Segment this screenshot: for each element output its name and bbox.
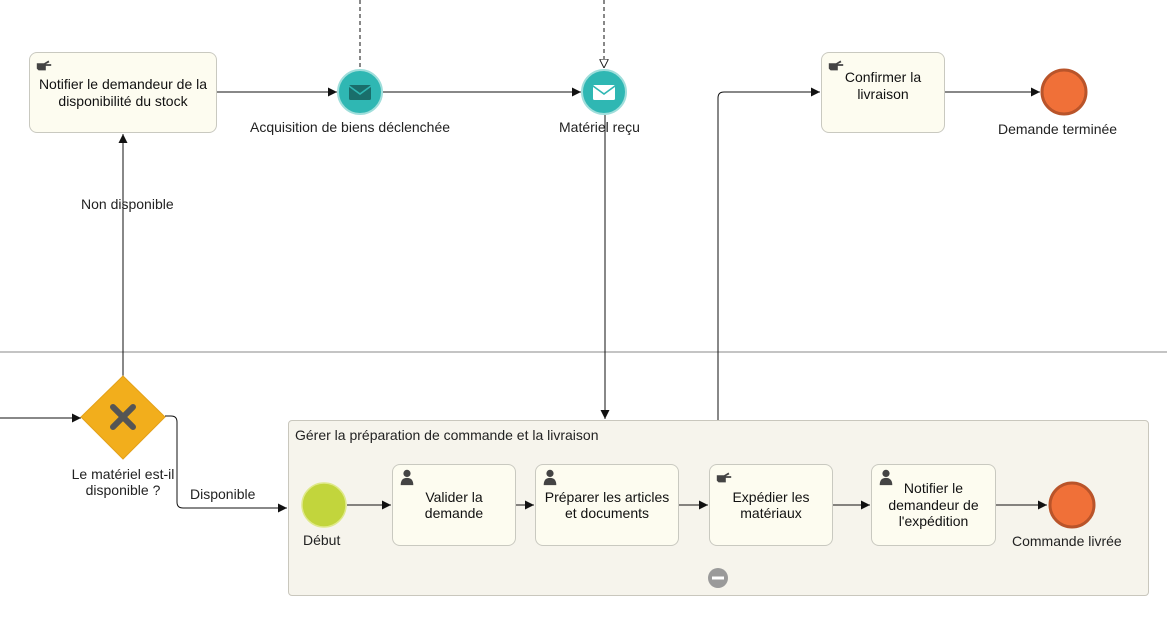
event-label-acquisition: Acquisition de biens déclenchée: [250, 119, 451, 135]
collapse-minus-icon[interactable]: [708, 568, 728, 588]
user-icon: [543, 469, 557, 486]
manual-hand-icon: [828, 60, 844, 71]
flow-label-available: Disponible: [190, 486, 256, 502]
event-label-material-received: Matériel reçu: [559, 119, 640, 135]
task-label: Valider la demande: [424, 488, 484, 522]
task-ship-materials[interactable]: Expédier les matériaux: [709, 464, 833, 546]
flow-available: [165, 415, 287, 513]
manual-hand-icon: [716, 472, 732, 483]
task-prepare-items[interactable]: Préparer les articles et documents: [535, 464, 679, 546]
task-label: Préparer les articles et documents: [544, 488, 670, 522]
event-order-delivered[interactable]: [1048, 481, 1096, 529]
event-request-done[interactable]: [1040, 68, 1088, 116]
task-label: Notifier le demandeur de la disponibilit…: [38, 76, 208, 109]
gateway-label: Le matériel est-il disponible ?: [71, 466, 175, 498]
envelope-icon: [348, 85, 372, 100]
task-notify-stock-availability[interactable]: Notifier le demandeur de la disponibilit…: [29, 52, 217, 133]
user-icon: [400, 469, 414, 486]
task-label: Expédier les matériaux: [732, 488, 810, 522]
flow-label-not-available: Non disponible: [81, 196, 174, 212]
user-icon: [879, 469, 893, 486]
envelope-icon: [592, 85, 616, 100]
event-label-order-delivered: Commande livrée: [1012, 533, 1122, 549]
event-label-start: Début: [303, 532, 341, 548]
x-icon: [110, 404, 136, 430]
flow-subprocess-to-confirm: [717, 87, 820, 420]
event-material-received[interactable]: [581, 69, 627, 115]
task-label: Notifier le demandeur de l'expédition: [888, 480, 979, 530]
manual-hand-icon: [36, 60, 52, 71]
event-start[interactable]: [301, 482, 347, 528]
task-validate-request[interactable]: Valider la demande: [392, 464, 516, 546]
gateway-material-available[interactable]: [80, 375, 166, 460]
event-label-request-done: Demande terminée: [998, 121, 1118, 137]
task-notify-shipping[interactable]: Notifier le demandeur de l'expédition: [871, 464, 996, 546]
task-confirm-delivery[interactable]: Confirmer la livraison: [821, 52, 945, 133]
subprocess-title: Gérer la préparation de commande et la l…: [295, 427, 599, 443]
task-label: Confirmer la livraison: [844, 69, 922, 102]
event-acquisition[interactable]: [337, 69, 383, 115]
